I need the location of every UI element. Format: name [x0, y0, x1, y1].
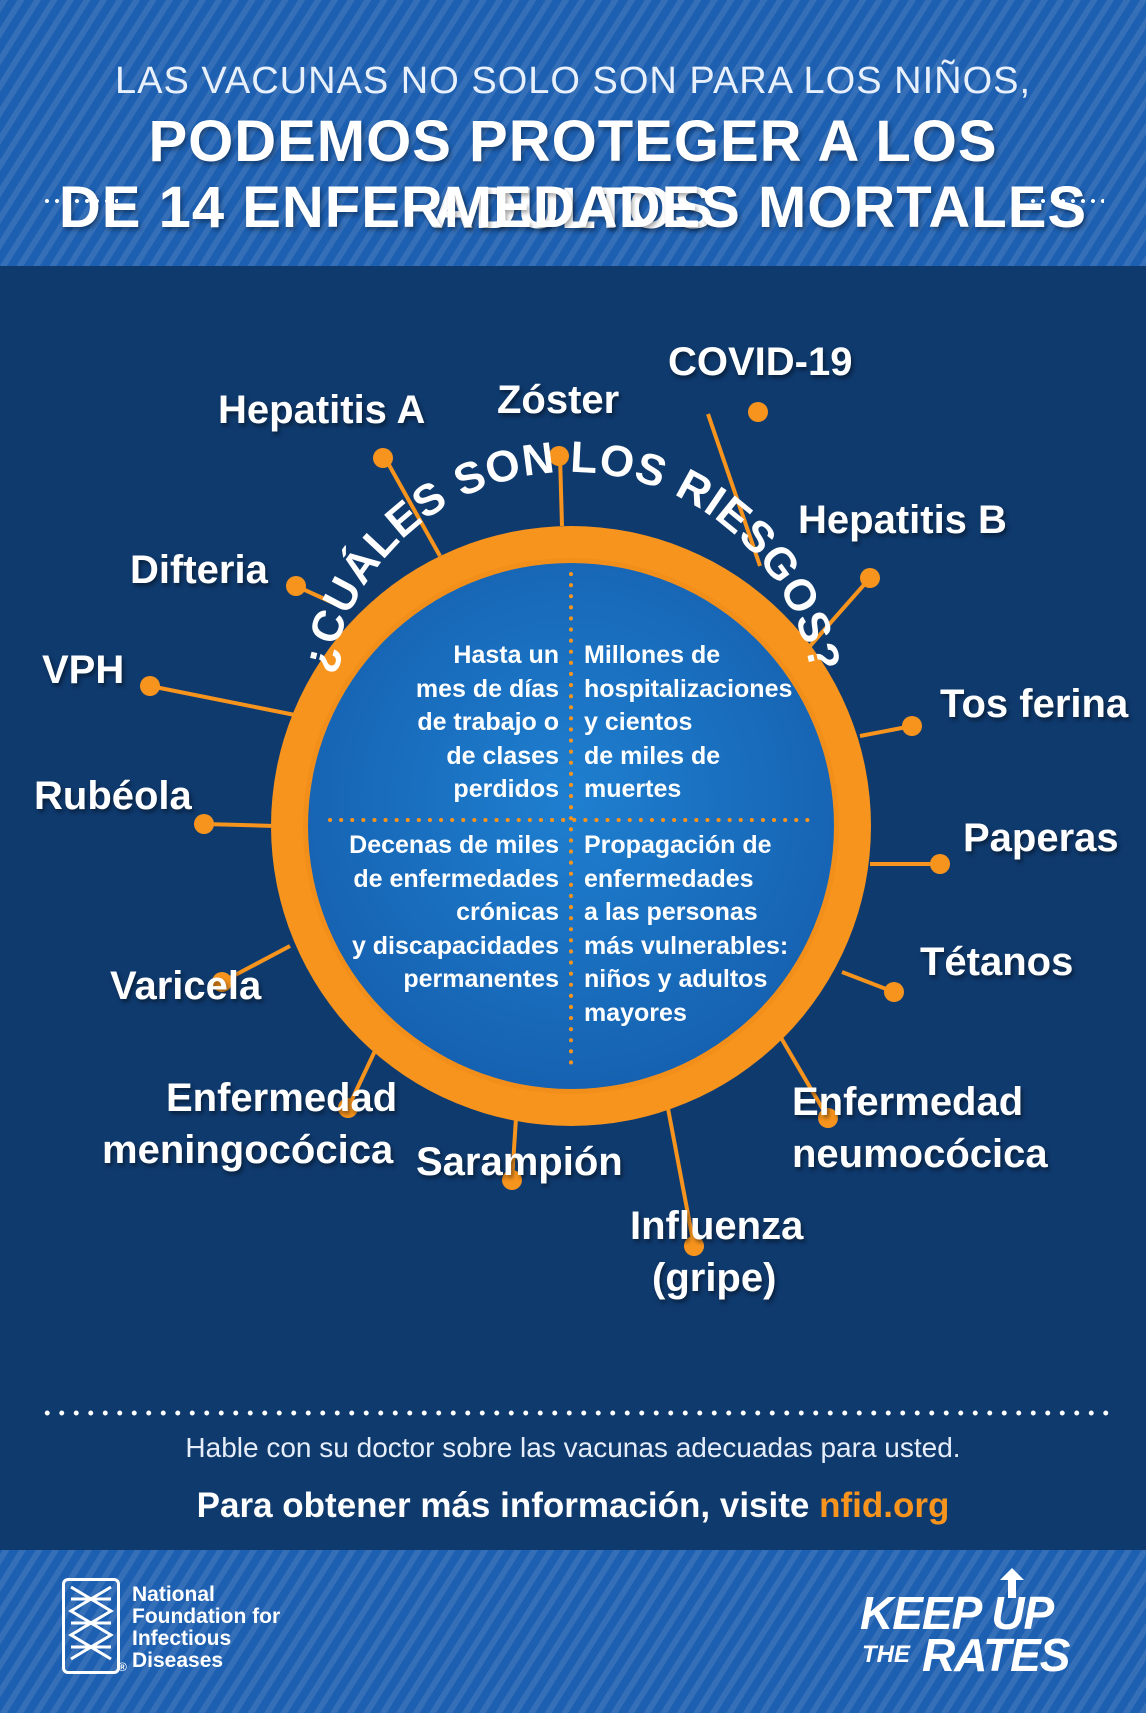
- spoke-neumococica: [778, 1034, 830, 1120]
- disease-hepatitis-b: Hepatitis B: [798, 498, 1007, 542]
- disease-vph: VPH: [42, 648, 125, 692]
- the-logo-text: THE: [862, 1641, 910, 1668]
- bottom-banner: National Foundation for Infectious Disea…: [0, 1550, 1146, 1713]
- dot-tos-ferina: [902, 716, 922, 736]
- header-banner: LAS VACUNAS NO SOLO SON PARA LOS NIÑOS, …: [0, 0, 1146, 266]
- quadrant-top-right: Millones de hospitalizaciones y cientos …: [584, 641, 793, 803]
- disease-hepatitis-a: Hepatitis A: [218, 388, 426, 432]
- header-title-line1: PODEMOS PROTEGER A LOS ADULTOS: [148, 109, 998, 241]
- disease-influenza-line1: Influenza: [630, 1204, 804, 1248]
- disease-tetanos: Tétanos: [920, 940, 1074, 984]
- quadrant-bottom-right: Propagación de enfermedades a las person…: [584, 831, 789, 1027]
- nfid-link[interactable]: nfid.org: [819, 1486, 950, 1525]
- dot-meningococica: [338, 1098, 358, 1118]
- arrow-up-icon: [1000, 1568, 1024, 1598]
- spoke-rubeola: [203, 822, 276, 828]
- spoke-hepatitis-a: [382, 455, 442, 557]
- footer-divider: [40, 1410, 1110, 1416]
- dot-vph: [140, 676, 160, 696]
- footer-info-text: Para obtener más información, visite nfi…: [0, 1486, 1146, 1526]
- disease-difteria: Difteria: [130, 548, 268, 592]
- nfid-registered-mark: ®: [118, 1660, 127, 1674]
- footer-talk-text: Hable con su doctor sobre las vacunas ad…: [185, 1432, 961, 1463]
- dot-difteria: [286, 576, 306, 596]
- spoke-dots: [140, 402, 950, 1256]
- header-dots-left: [42, 199, 118, 203]
- dot-paperas: [930, 854, 950, 874]
- inner-circle: [308, 563, 834, 1089]
- disease-neumococica-line1: Enfermedad: [792, 1080, 1024, 1124]
- dot-covid: [748, 402, 768, 422]
- header-subtitle: LAS VACUNAS NO SOLO SON PARA LOS NIÑOS,: [114, 60, 1032, 102]
- disease-meningococica-line1: Enfermedad: [166, 1076, 398, 1120]
- disease-rubeola: Rubéola: [34, 774, 192, 818]
- nfid-name: National Foundation for Infectious Disea…: [132, 1583, 281, 1672]
- dot-influenza: [684, 1236, 704, 1256]
- disease-meningococica-line2: meningocócica: [102, 1128, 394, 1172]
- dot-zoster: [549, 446, 569, 466]
- disease-zoster: Zóster: [497, 378, 620, 422]
- disease-covid: COVID-19: [668, 340, 853, 384]
- spoke-zoster: [558, 455, 564, 527]
- spoke-hepatitis-b: [808, 576, 872, 648]
- disease-varicela: Varicela: [110, 964, 262, 1008]
- dot-rubeola: [194, 814, 214, 834]
- quadrant-top-left: Hasta un mes de días de trabajo o de cla…: [415, 641, 559, 803]
- keep-up-logo-text: KEEP UP: [860, 1587, 1054, 1639]
- spoke-varicela: [221, 944, 291, 984]
- nfid-logo-icon: [62, 1578, 120, 1674]
- dot-neumococica: [818, 1108, 838, 1128]
- footer-info-prefix: Para obtener más información, visite: [196, 1486, 820, 1525]
- dot-hepatitis-b: [860, 568, 880, 588]
- quadrant-bottom-left: Decenas de miles de enfermedades crónica…: [349, 831, 559, 993]
- header-title-line2: DE 14 ENFERMEDADES MORTALES: [58, 175, 1088, 240]
- disease-tos-ferina: Tos ferina: [940, 682, 1129, 726]
- spoke-vph: [149, 684, 301, 718]
- disease-paperas: Paperas: [963, 816, 1119, 860]
- dot-varicela: [212, 972, 232, 992]
- disease-neumococica-line2: neumocócica: [792, 1132, 1048, 1176]
- dot-hepatitis-a: [373, 448, 393, 468]
- spoke-covid: [706, 413, 762, 567]
- disease-influenza-line2: (gripe): [652, 1256, 777, 1300]
- header-dots-right: [1028, 199, 1104, 203]
- dot-sarampion: [502, 1170, 522, 1190]
- disease-sarampion: Sarampión: [416, 1140, 623, 1184]
- risk-wheel: ¿CUÁLES SON LOS RIESGOS?: [140, 402, 950, 1256]
- rates-logo-text: RATES: [922, 1629, 1070, 1681]
- dot-tetanos: [884, 982, 904, 1002]
- main-infographic: ¿CUÁLES SON LOS RIESGOS? Hasta un mes de…: [0, 266, 1146, 1550]
